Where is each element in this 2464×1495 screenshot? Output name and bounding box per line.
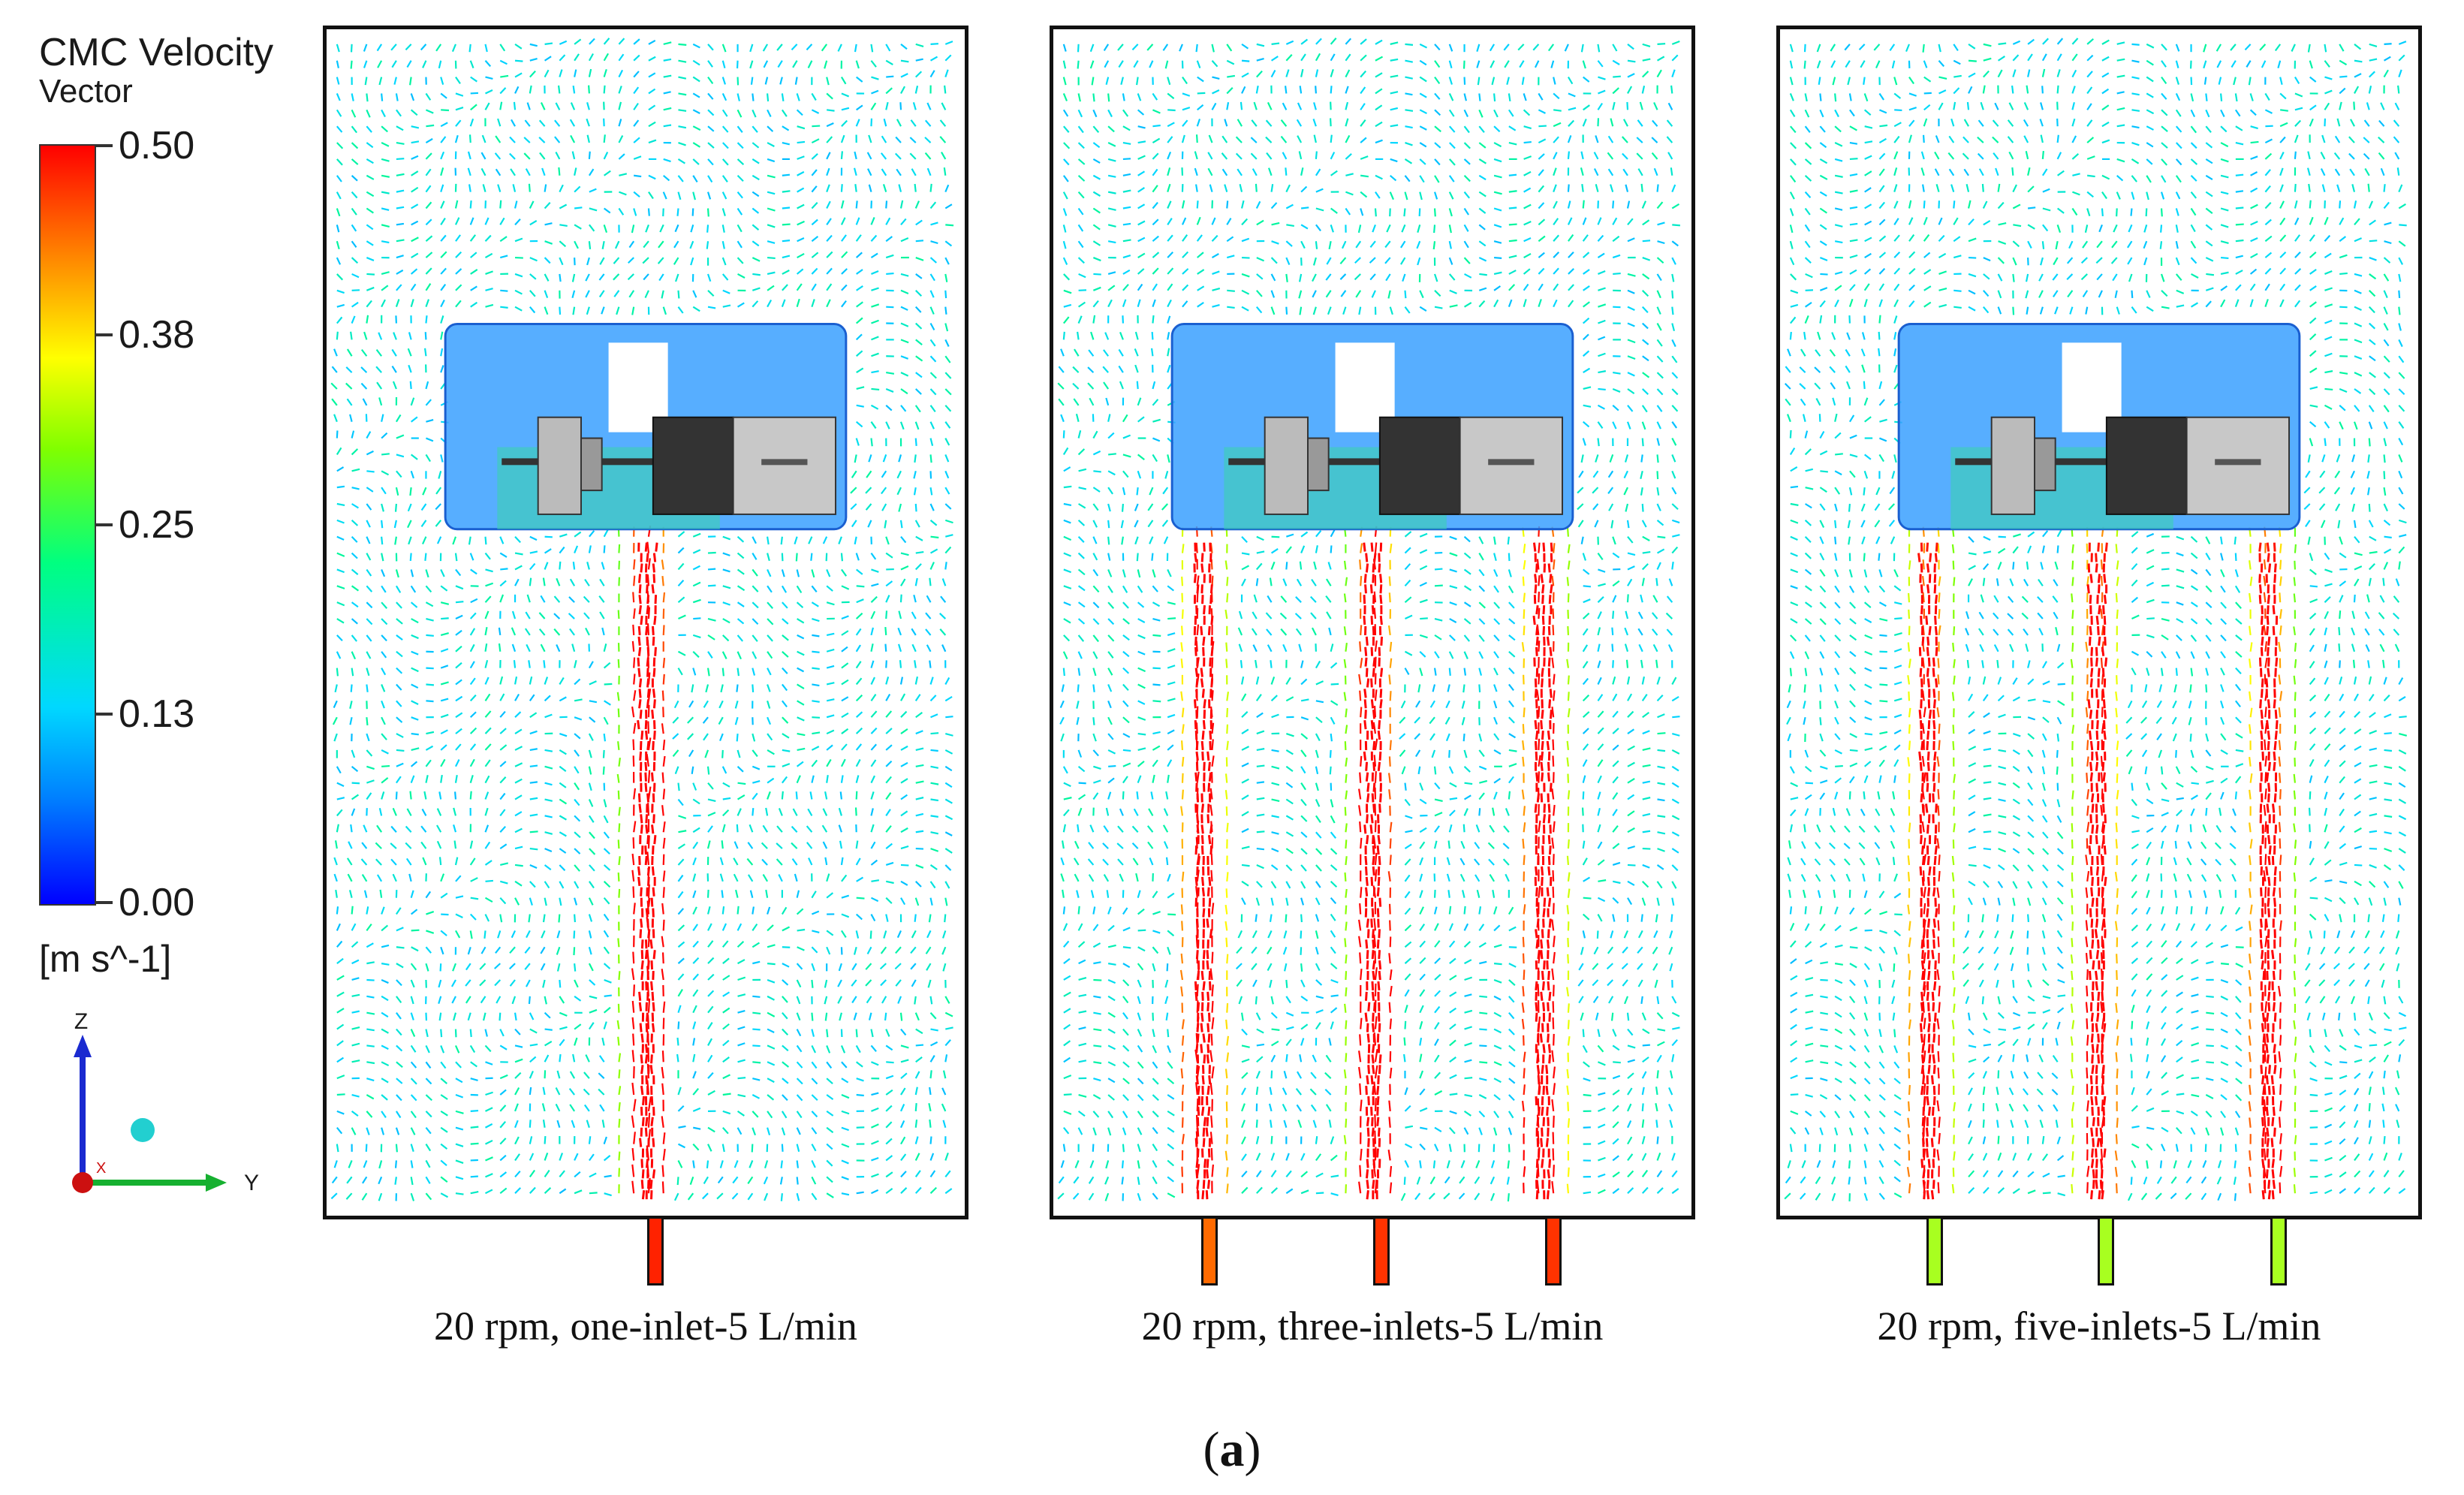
velocity-vector-field [1784, 38, 2408, 1201]
y-axis-label: Y [244, 1171, 259, 1195]
velocity-vector-field [330, 38, 954, 1201]
colorbar-tick-label: 0.13 [119, 692, 195, 736]
inlet-pipe [1373, 1216, 1390, 1286]
x-axis-origin [72, 1172, 93, 1193]
inlet-pipe [1201, 1216, 1218, 1286]
colorbar-tick [95, 144, 113, 147]
colorbar-tick [95, 333, 113, 336]
inlet-pipe [2270, 1216, 2287, 1286]
legend-title-line1: CMC Velocity [39, 31, 274, 74]
y-axis-arrow [206, 1174, 227, 1192]
colorbar-tick [95, 713, 113, 716]
colorbar-tick [95, 901, 113, 904]
inlet-pipe [2098, 1216, 2114, 1286]
colorbar-tick [95, 523, 113, 526]
inlet-pipe [647, 1216, 664, 1286]
colorbar-tick-label: 0.50 [119, 124, 195, 167]
inlet-pipe [1926, 1216, 1943, 1286]
panel-caption: 20 rpm, three-inlets-5 L/min [1141, 1304, 1604, 1349]
axes-triad-icon: Z Y X [72, 1009, 259, 1195]
panel-caption: 20 rpm, one-inlet-5 L/min [434, 1304, 857, 1349]
figure-label: (a) [1203, 1422, 1261, 1477]
velocity-field-panel-three-inlets [1050, 26, 1695, 1219]
inlet-pipe [1545, 1216, 1562, 1286]
velocity-colorbar [39, 144, 96, 906]
velocity-vector-field [1057, 38, 1680, 1202]
velocity-field-panel-five-inlets [1776, 26, 2422, 1219]
colorbar-tick-label: 0.38 [119, 313, 195, 357]
z-axis-label: Z [74, 1009, 88, 1034]
legend-title-line2: Vector [39, 73, 133, 110]
colorbar-tick-label: 0.00 [119, 881, 195, 924]
view-sphere-icon [131, 1118, 155, 1142]
z-axis-arrow [74, 1035, 92, 1057]
legend-title: CMC Velocity Vector [39, 33, 273, 108]
velocity-field-panel-one-inlet [323, 26, 968, 1219]
colorbar-tick-label: 0.25 [119, 503, 195, 547]
figure-label-letter: a [1219, 1422, 1245, 1477]
panel-caption: 20 rpm, five-inlets-5 L/min [1877, 1304, 2321, 1349]
colorbar-unit-label: [m s^-1] [39, 938, 172, 980]
x-axis-label: X [96, 1160, 106, 1177]
